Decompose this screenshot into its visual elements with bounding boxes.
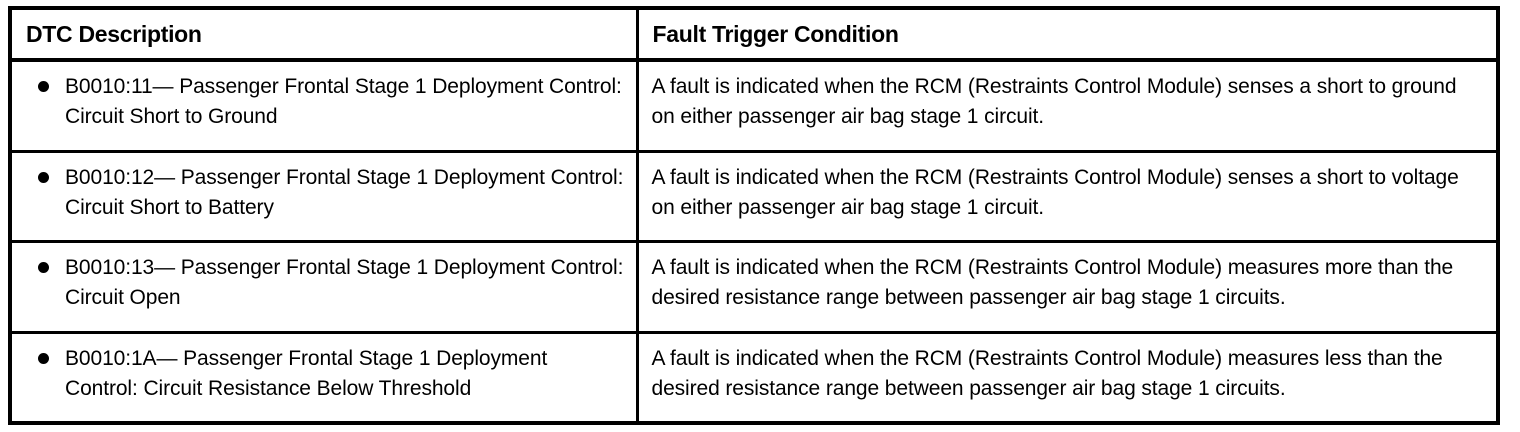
- fault-trigger-condition-text: A fault is indicated when the RCM (Restr…: [651, 256, 1454, 310]
- dtc-description-cell: B0010:12— Passenger Frontal Stage 1 Depl…: [12, 149, 639, 242]
- table-row: B0010:11— Passenger Frontal Stage 1 Depl…: [12, 60, 1496, 152]
- fault-trigger-condition-text: A fault is indicated when the RCM (Restr…: [651, 346, 1443, 400]
- fault-trigger-condition-text: A fault is indicated when the RCM (Restr…: [651, 75, 1457, 128]
- table-row: B0010:1A— Passenger Frontal Stage 1 Depl…: [12, 330, 1496, 421]
- fault-trigger-condition-cell: A fault is indicated when the RCM (Restr…: [637, 60, 1496, 151]
- dtc-description-text: B0010:1A— Passenger Frontal Stage 1 Depl…: [65, 346, 548, 400]
- dtc-description-cell: B0010:11— Passenger Frontal Stage 1 Depl…: [12, 60, 639, 152]
- fault-trigger-condition-cell: A fault is indicated when the RCM (Restr…: [637, 330, 1496, 421]
- table-header: DTC Description Fault Trigger Condition: [12, 10, 1496, 62]
- dtc-description-cell: B0010:13— Passenger Frontal Stage 1 Depl…: [12, 240, 639, 333]
- filled-circle-bullet-icon: [38, 262, 49, 274]
- dtc-description-cell: B0010:1A— Passenger Frontal Stage 1 Depl…: [12, 330, 639, 421]
- dtc-description-text: B0010:12— Passenger Frontal Stage 1 Depl…: [65, 165, 624, 219]
- dtc-fault-table: DTC Description Fault Trigger Condition …: [12, 10, 1496, 421]
- filled-circle-bullet-icon: [38, 81, 49, 92]
- table-row: B0010:12— Passenger Frontal Stage 1 Depl…: [12, 149, 1496, 242]
- filled-circle-bullet-icon: [38, 352, 49, 364]
- column-header-dtc-description: DTC Description: [12, 10, 639, 62]
- dtc-fault-table-container: DTC Description Fault Trigger Condition …: [8, 6, 1500, 425]
- table-header-row: DTC Description Fault Trigger Condition: [12, 10, 1496, 62]
- table-body: B0010:11— Passenger Frontal Stage 1 Depl…: [12, 60, 1496, 421]
- dtc-description-text: B0010:11— Passenger Frontal Stage 1 Depl…: [65, 75, 622, 128]
- fault-trigger-condition-text: A fault is indicated when the RCM (Restr…: [651, 165, 1459, 219]
- column-header-fault-trigger-condition: Fault Trigger Condition: [637, 10, 1496, 62]
- fault-trigger-condition-cell: A fault is indicated when the RCM (Restr…: [637, 240, 1496, 333]
- table-row: B0010:13— Passenger Frontal Stage 1 Depl…: [12, 240, 1496, 333]
- filled-circle-bullet-icon: [38, 171, 49, 183]
- dtc-description-text: B0010:13— Passenger Frontal Stage 1 Depl…: [65, 256, 624, 310]
- fault-trigger-condition-cell: A fault is indicated when the RCM (Restr…: [637, 149, 1496, 242]
